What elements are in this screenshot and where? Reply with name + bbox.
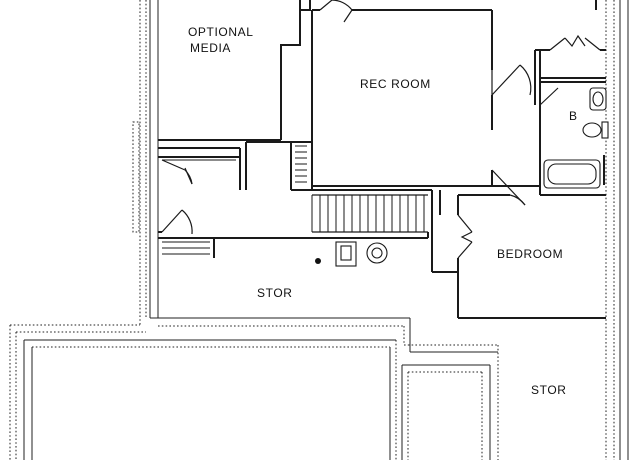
floor-drain-icon: [315, 258, 321, 264]
room-label-stor-right: STOR: [531, 383, 567, 397]
toilet-icon: [601, 121, 609, 139]
room-labels: OPTIONAL MEDIA REC ROOM BEDROOM STOR STO…: [188, 25, 578, 397]
foundation-walls: [9, 0, 629, 460]
room-label-optional: OPTIONAL: [188, 25, 253, 39]
fixtures: [315, 0, 609, 267]
room-label-stor-center: STOR: [257, 286, 293, 300]
room-label-bedroom: BEDROOM: [497, 247, 563, 261]
stairs: [162, 145, 428, 255]
room-label-media: MEDIA: [190, 41, 231, 55]
room-label-rec-room: REC ROOM: [360, 77, 431, 91]
doors: [161, 0, 601, 259]
room-label-bath: B: [569, 109, 578, 123]
interior-walls: [158, 0, 606, 319]
